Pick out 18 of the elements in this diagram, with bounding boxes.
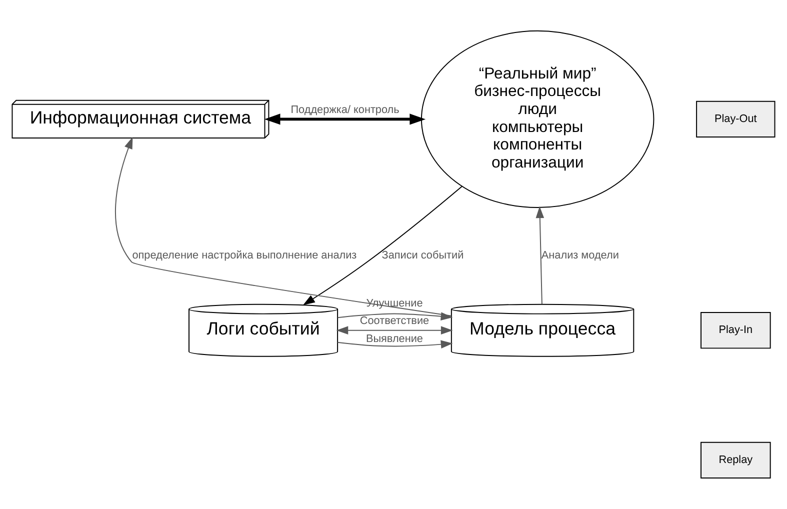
arrow [337,340,453,348]
arrow [536,206,544,305]
node-ellipse: “Реальный мир” бизнес-процессы люди компьютеры компоненты организации [420,30,654,208]
edge-label: Улучшение [366,297,423,310]
arrow [264,114,426,125]
arrow [303,186,462,306]
arrow [115,136,452,316]
arrow [336,326,453,335]
edge-label: Поддержка/ контроль [290,104,400,116]
edge-label: Анализ модели [541,250,619,262]
edge-label: Выявление [366,333,423,346]
edge-label: Соответствие [360,315,430,328]
edge-label: Записи событий [382,250,464,262]
edge-label: определение настройка выполнение анализ [132,250,357,262]
arrow [337,312,453,320]
node-box: Play-In [700,312,771,349]
node-box: Replay [700,442,771,479]
node-box: Play-Out [696,100,776,138]
